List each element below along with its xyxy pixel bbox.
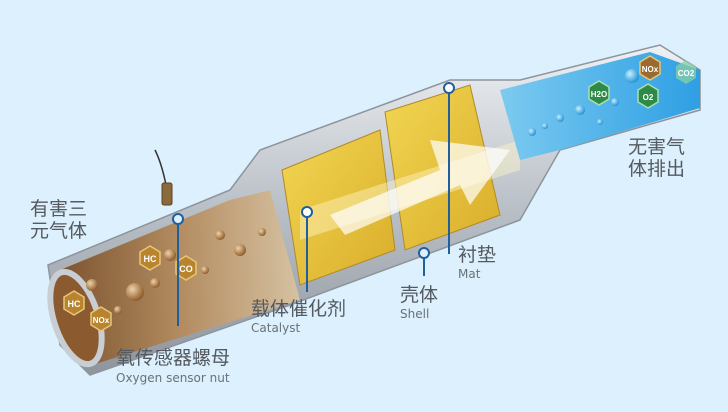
label-mat-zh: 衬垫 [458,244,497,266]
molecule-nox-outlet: NOx [639,55,661,81]
label-oxygen-sensor-nut-en: Oxygen sensor nut [116,371,230,385]
inlet-particles [86,228,266,314]
svg-text:H2O: H2O [591,90,607,99]
molecule-h2o: H2O [588,80,610,106]
svg-text:NOx: NOx [93,316,110,325]
molecule-nox-inlet: NOx [90,306,112,332]
oxygen-sensor-icon [154,149,173,206]
svg-text:HC: HC [144,254,157,264]
svg-text:NOx: NOx [642,65,659,74]
molecule-hc-1: HC [139,245,161,271]
molecule-hc-2: HC [63,290,85,316]
label-catalyst-en: Catalyst [251,321,301,335]
svg-text:O2: O2 [643,93,654,102]
molecule-co2: CO2 [676,60,696,84]
label-shell-en: Shell [400,307,430,321]
outlet-particles [528,69,639,136]
label-mat-en: Mat [458,267,481,281]
molecule-o2: O2 [637,83,659,109]
molecule-co-inlet: CO [175,255,197,281]
flow-arrow-icon [330,140,510,235]
label-harmless-gases: 无害气 体排出 [628,136,686,180]
leader-catalyst [301,206,313,292]
leader-mat [443,82,455,254]
svg-text:CO: CO [179,264,193,274]
label-oxygen-sensor-nut-zh: 氧传感器螺母 [116,347,231,369]
label-harmful-gases: 有害三 元气体 [30,198,88,242]
svg-text:CO2: CO2 [678,69,695,78]
leader-shell [418,247,430,276]
label-shell-zh: 壳体 [400,284,439,306]
svg-text:HC: HC [68,299,81,309]
label-catalyst-zh: 载体催化剂 [251,298,347,320]
leader-oxygen-sensor [172,213,184,326]
